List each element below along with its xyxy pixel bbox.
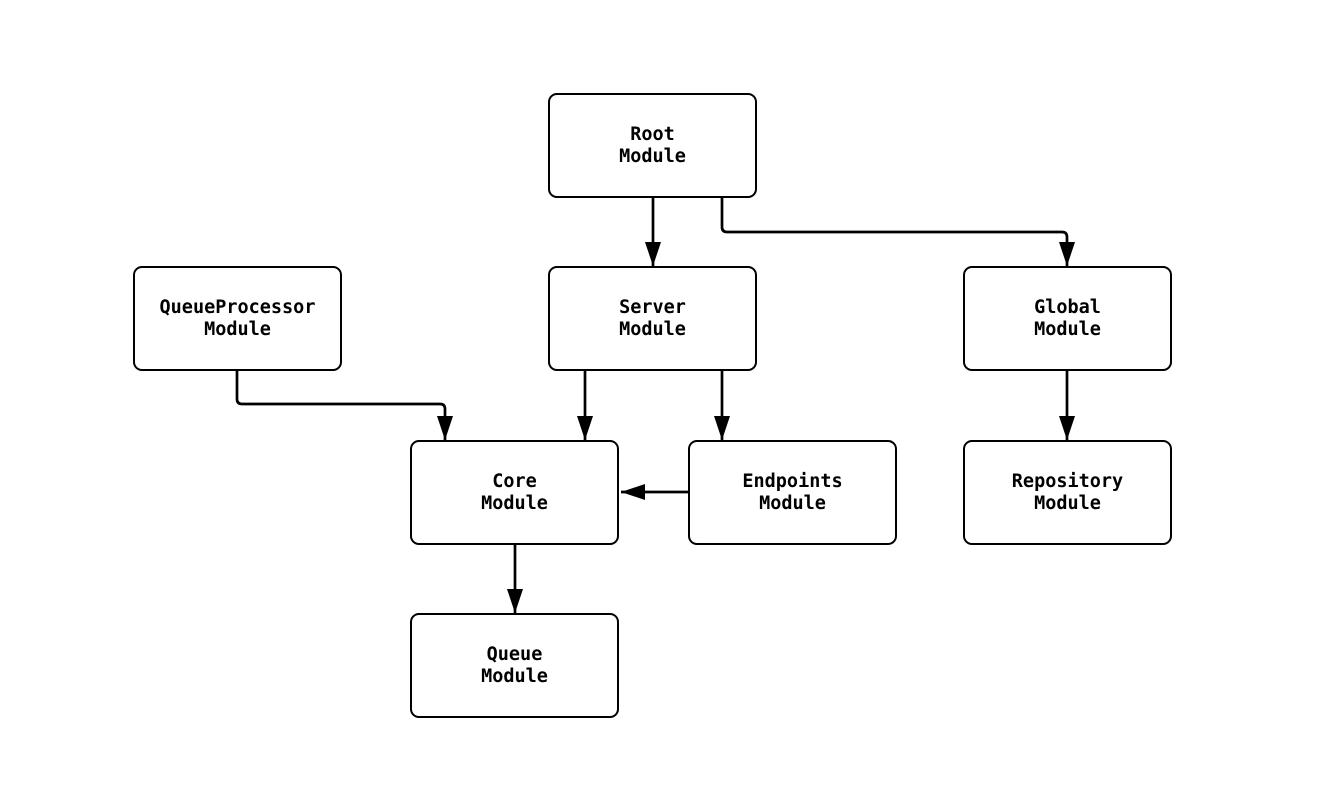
node-label-line: Root — [630, 123, 675, 145]
node-label-line: Core — [492, 470, 537, 492]
node-global-module: Global Module — [963, 266, 1172, 371]
node-core-module: Core Module — [410, 440, 619, 545]
node-label-line: Endpoints — [742, 470, 843, 492]
node-label-line: Module — [759, 492, 826, 514]
node-label-line: Queue — [486, 643, 543, 665]
node-queue-module: Queue Module — [410, 613, 619, 718]
node-label-line: Module — [1034, 318, 1101, 340]
node-root-module: Root Module — [548, 93, 757, 198]
node-queueprocessor-module: QueueProcessor Module — [133, 266, 342, 371]
node-label-line: Module — [204, 318, 271, 340]
edge-queueprocessor-to-core-arrow — [235, 371, 453, 440]
node-label-line: QueueProcessor — [159, 296, 316, 318]
node-label-line: Module — [481, 492, 548, 514]
node-label-line: Module — [481, 665, 548, 687]
node-label-line: Module — [1034, 492, 1101, 514]
node-label-line: Repository — [1011, 470, 1124, 492]
edge-root-to-global-arrow — [720, 198, 1075, 266]
node-label-line: Global — [1034, 296, 1101, 318]
node-endpoints-module: Endpoints Module — [688, 440, 897, 545]
node-label-line: Module — [619, 318, 686, 340]
node-repository-module: Repository Module — [963, 440, 1172, 545]
node-server-module: Server Module — [548, 266, 757, 371]
node-label-line: Server — [619, 296, 686, 318]
node-label-line: Module — [619, 145, 686, 167]
